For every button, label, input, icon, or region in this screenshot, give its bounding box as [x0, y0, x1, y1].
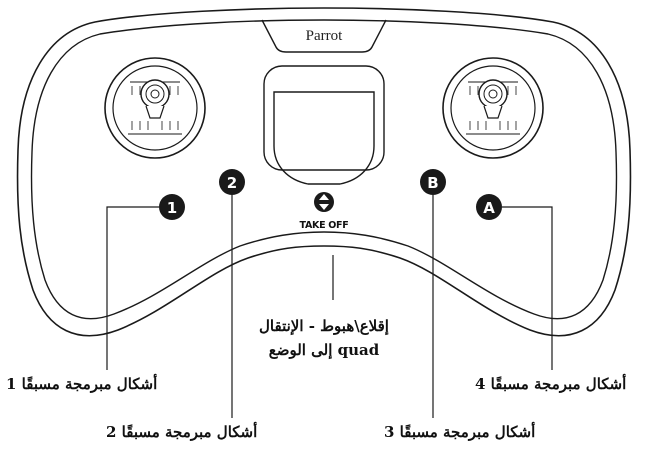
preset-3-callout: أشكال مبرمجة مسبقًا 3	[384, 421, 535, 441]
takeoff-button[interactable]	[314, 192, 334, 212]
takeoff-button-label: TAKE OFF	[300, 220, 349, 231]
preset-a-button-label: A	[483, 199, 495, 217]
takeoff-callout-line1: إقلاع\هبوط - الإنتقال	[259, 317, 389, 335]
controller-inner-contour	[30, 19, 618, 320]
preset-2-button[interactable]: 2	[219, 169, 245, 195]
controller-outer-body	[16, 7, 632, 337]
brand-tab	[261, 19, 387, 53]
leader-line-preset-1	[106, 206, 159, 370]
preset-a-button[interactable]: A	[476, 194, 502, 220]
preset-1-button[interactable]: 1	[159, 194, 185, 220]
preset-4-callout: أشكال مبرمجة مسبقًا 4	[475, 373, 626, 393]
arrow-down-icon	[319, 204, 329, 210]
left-joystick[interactable]	[104, 57, 206, 159]
preset-b-button[interactable]: B	[420, 169, 446, 195]
leader-line-preset-4	[502, 206, 553, 370]
preset-1-callout: أشكال مبرمجة مسبقًا 1	[6, 373, 157, 393]
preset-2-callout: أشكال مبرمجة مسبقًا 2	[106, 421, 257, 441]
preset-1-button-label: 1	[167, 199, 177, 217]
arrow-up-icon	[319, 194, 329, 200]
brand-logo: Parrot	[306, 28, 343, 44]
preset-b-button-label: B	[427, 174, 438, 192]
device-holder	[263, 65, 385, 171]
right-joystick[interactable]	[442, 57, 544, 159]
preset-2-button-label: 2	[227, 174, 237, 192]
device-holder-inner	[273, 91, 375, 185]
takeoff-callout-line2: إلى الوضع quad	[269, 341, 380, 359]
